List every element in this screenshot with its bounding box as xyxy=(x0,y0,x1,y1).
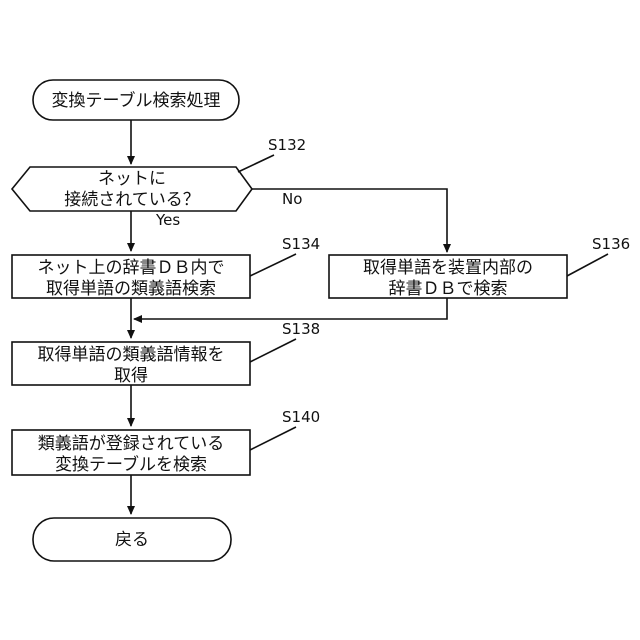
s140-label-line2: 変換テーブルを検索 xyxy=(55,454,207,475)
leader-s132 xyxy=(238,155,274,172)
process-s136: 取得単語を装置内部の 辞書ＤＢで検索 xyxy=(329,255,567,299)
yes-label: Yes xyxy=(155,211,180,229)
leader-s136 xyxy=(567,254,608,276)
end-terminal: 戻る xyxy=(33,518,231,561)
s138-label-line1: 取得単語の類義語情報を xyxy=(38,345,225,365)
decision-s132: ネットに 接続されている？ xyxy=(12,167,252,211)
start-terminal: 変換テーブル検索処理 xyxy=(33,80,239,120)
start-label: 変換テーブル検索処理 xyxy=(52,90,221,111)
step-label-s138: S138 xyxy=(282,320,320,338)
arrow-s136-merge xyxy=(134,298,447,319)
s136-label-line1: 取得単語を装置内部の xyxy=(363,258,533,278)
decision-label-line1: ネットに xyxy=(98,169,166,189)
step-label-s136: S136 xyxy=(592,235,630,253)
no-label: No xyxy=(282,190,302,208)
s136-label-line2: 辞書ＤＢで検索 xyxy=(389,279,508,299)
leader-s134 xyxy=(250,254,296,276)
step-label-s134: S134 xyxy=(282,235,320,253)
s138-label-line2: 取得 xyxy=(114,366,148,386)
s140-label-line1: 類義語が登録されている xyxy=(38,434,225,454)
s134-label-line1: ネット上の辞書ＤＢ内で xyxy=(38,258,225,278)
step-label-s140: S140 xyxy=(282,408,320,426)
process-s140: 類義語が登録されている 変換テーブルを検索 xyxy=(12,430,250,475)
process-s138: 取得単語の類義語情報を 取得 xyxy=(12,342,250,386)
process-s134: ネット上の辞書ＤＢ内で 取得単語の類義語検索 xyxy=(12,255,250,299)
leader-s140 xyxy=(250,427,296,450)
decision-label-line2: 接続されている？ xyxy=(64,190,200,210)
s134-label-line2: 取得単語の類義語検索 xyxy=(46,279,216,299)
leader-s138 xyxy=(250,339,296,362)
end-label: 戻る xyxy=(115,530,149,550)
step-label-s132: S132 xyxy=(268,136,306,154)
